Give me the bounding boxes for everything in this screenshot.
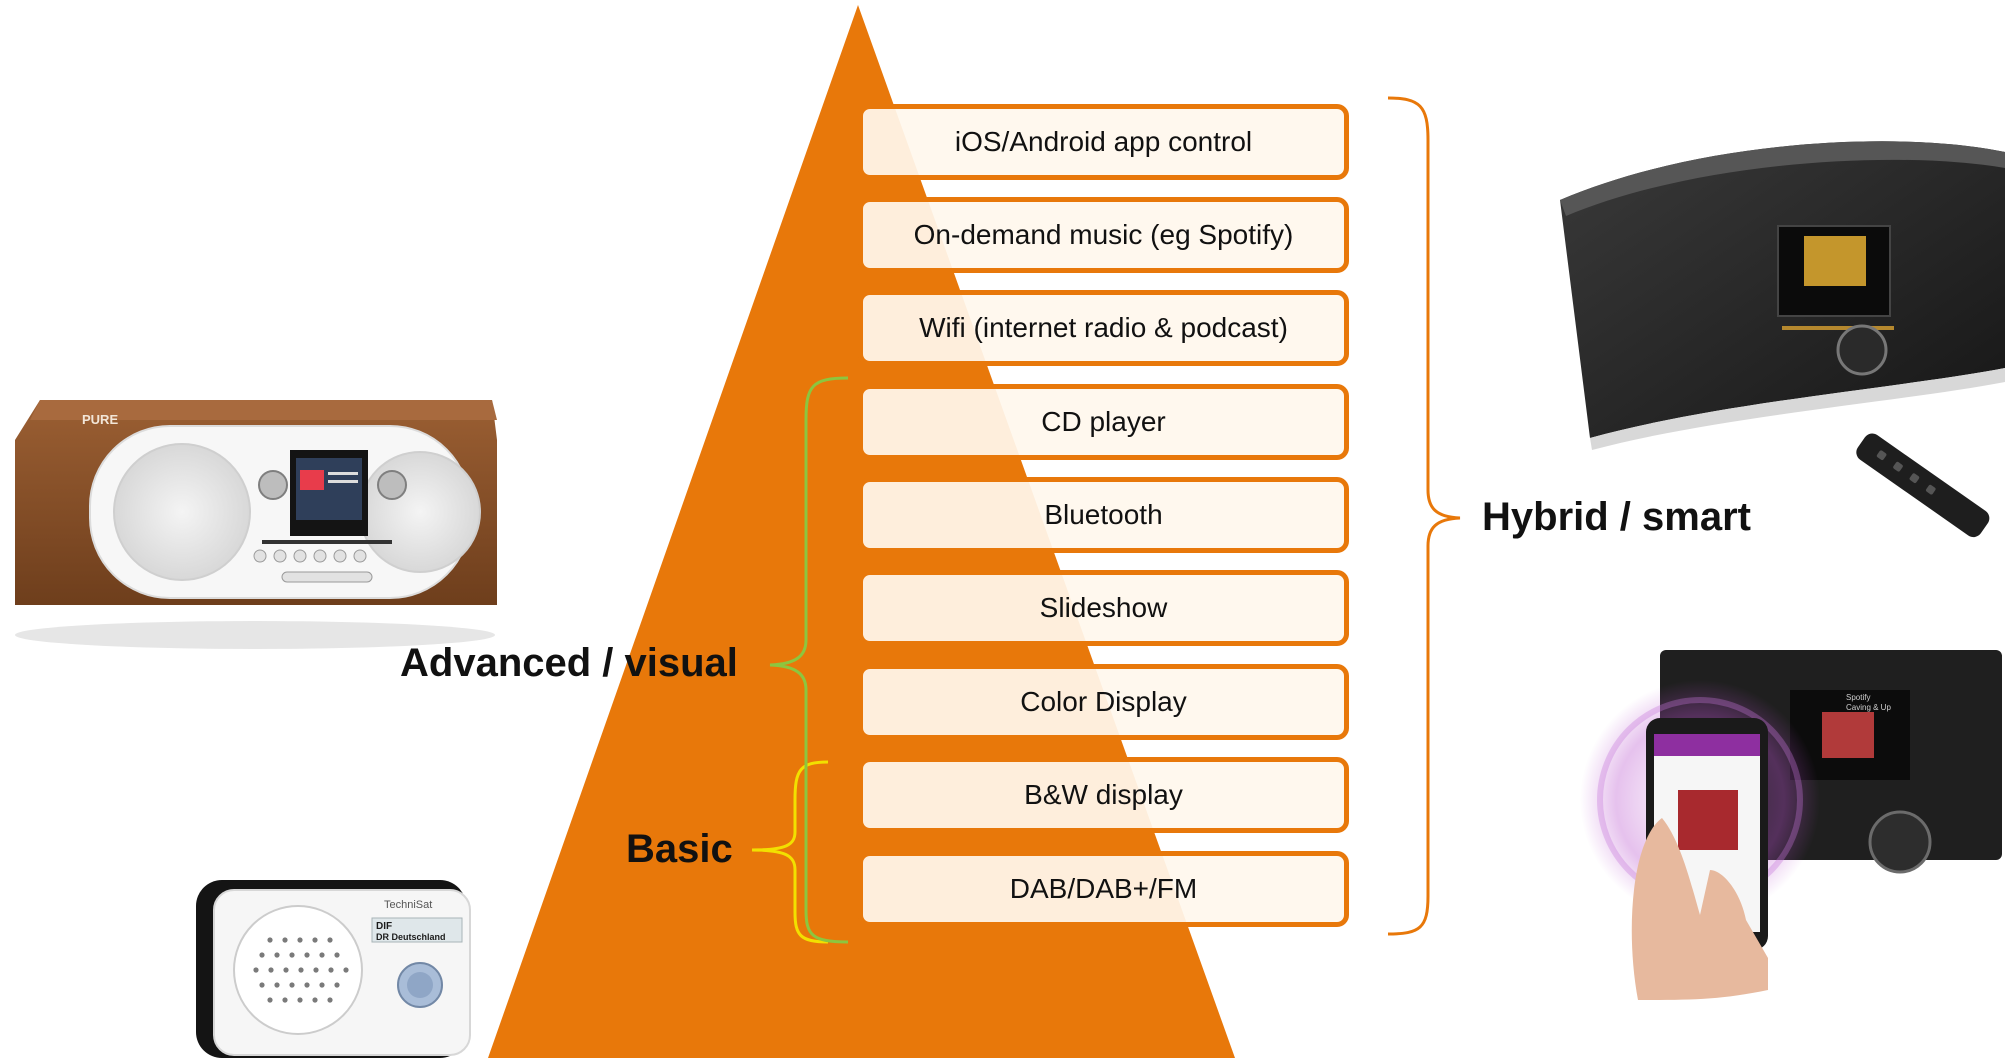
feature-label: Wifi (internet radio & podcast) [919,312,1288,343]
feature-label: Color Display [1020,686,1187,717]
technisat-radio-image [196,880,471,1058]
feature-label: B&W display [1024,779,1183,810]
technisat-screen-line1: DIF [376,921,392,932]
pure-radio-image [15,400,497,649]
feature-box-color-display: Color Display [858,664,1349,740]
tier-label-advanced: Advanced / visual [400,641,738,685]
phone-app-track: Caving & Up [1846,703,1891,712]
technisat-screen-line2: DR Deutschland [376,932,446,942]
hybrid-bracket [1387,96,1461,936]
phone-app-title: Spotify [1846,693,1870,702]
smart-radio-image [1560,141,2005,538]
feature-label: DAB/DAB+/FM [1009,873,1198,904]
tier-label-hybrid: Hybrid / smart [1482,495,1751,539]
pure-logo-text: PURE [82,412,118,427]
feature-box-on-demand-music: On-demand music (eg Spotify) [858,197,1349,273]
feature-box-wifi: Wifi (internet radio & podcast) [858,290,1349,366]
feature-box-dab-fm: DAB/DAB+/FM [858,851,1349,927]
advanced-bracket [769,376,849,944]
feature-label: Bluetooth [1044,499,1163,530]
technisat-logo-text: TechniSat [384,899,432,911]
basic-bracket [751,760,829,944]
tier-label-basic: Basic [626,827,733,871]
feature-box-bluetooth: Bluetooth [858,477,1349,553]
feature-label: On-demand music (eg Spotify) [913,219,1294,250]
feature-label: CD player [1041,406,1166,437]
feature-box-app-control: iOS/Android app control [858,104,1349,180]
feature-label: iOS/Android app control [954,126,1253,157]
feature-box-slideshow: Slideshow [858,570,1349,646]
feature-box-cd-player: CD player [858,384,1349,460]
app-control-image [1562,650,2002,1000]
feature-box-bw-display: B&W display [858,757,1349,833]
feature-label: Slideshow [1039,592,1168,623]
